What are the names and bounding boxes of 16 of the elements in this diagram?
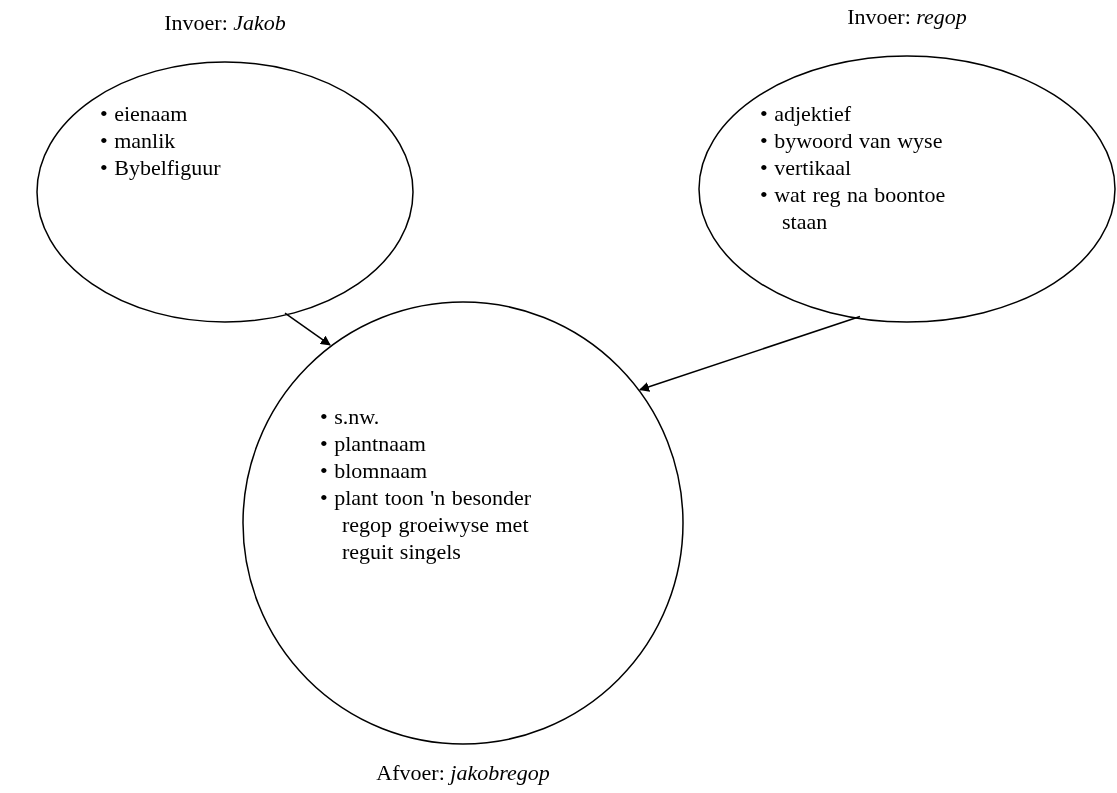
bullet-item: • plant toon 'n besonder regop groeiwyse met reguit singels bbox=[320, 484, 533, 565]
arrow bbox=[284, 312, 331, 346]
arrow bbox=[639, 315, 861, 392]
bullet-item: • plantnaam bbox=[320, 430, 427, 457]
node-heading: Invoer: regop bbox=[847, 4, 967, 30]
node-heading: Afvoer: jakobregop bbox=[376, 760, 550, 786]
bullet-item: • vertikaal bbox=[760, 154, 853, 181]
bullet-item: • blomnaam bbox=[320, 457, 429, 484]
bullet-item: • manlik bbox=[100, 127, 177, 154]
bullet-item: • wat reg na boontoe staan bbox=[760, 181, 947, 235]
node-heading: Invoer: Jakob bbox=[164, 10, 286, 36]
bullet-item: • s.nw. bbox=[320, 403, 381, 430]
bullet-item: • Bybelfiguur bbox=[100, 154, 222, 181]
bullet-item: • eienaam bbox=[100, 100, 189, 127]
bullet-item: • bywoord van wyse bbox=[760, 127, 944, 154]
bullet-item: • adjektief bbox=[760, 100, 853, 127]
